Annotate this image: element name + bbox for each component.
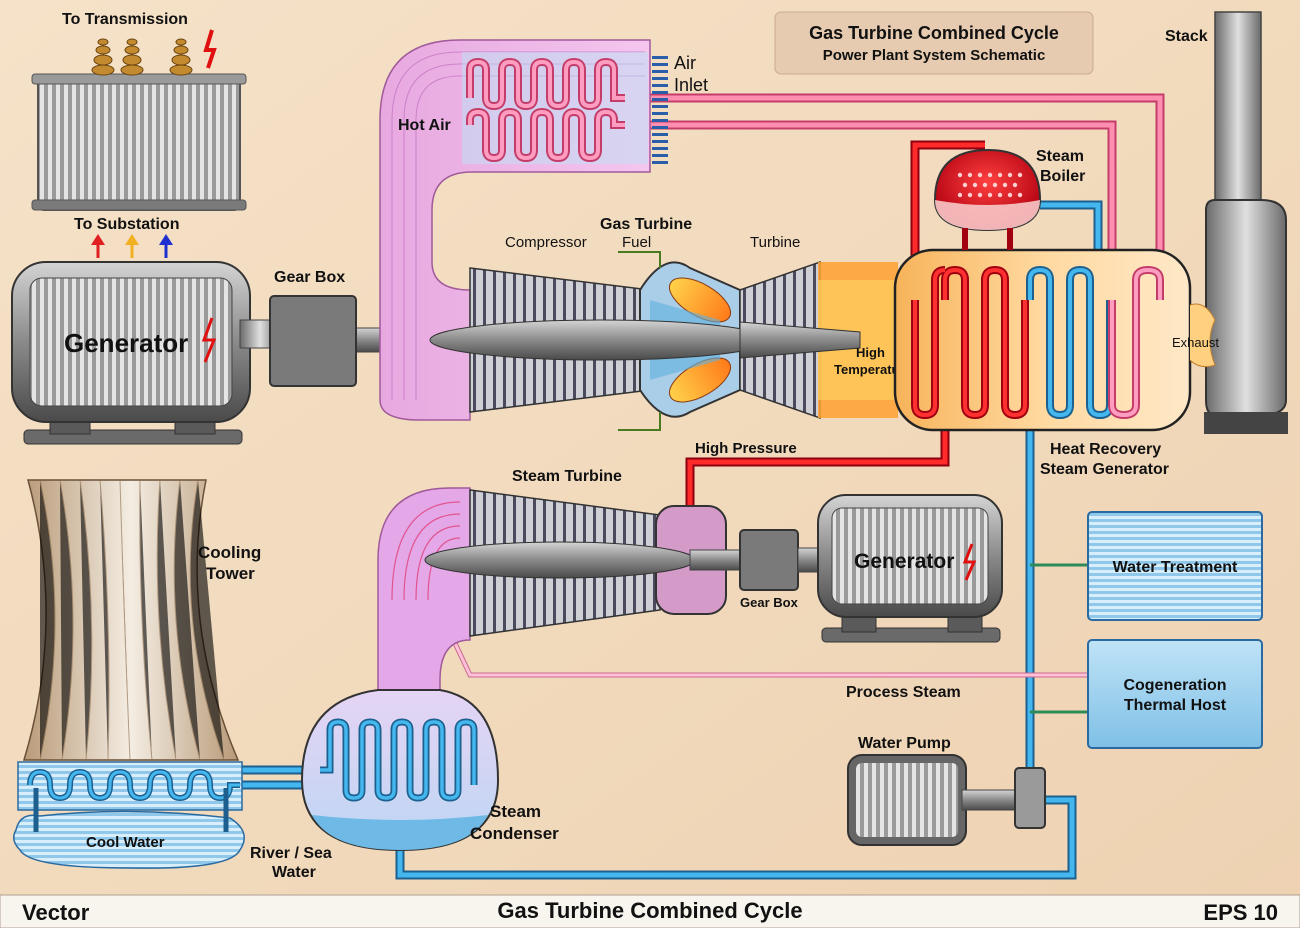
diagram-title: Gas Turbine Combined Cycle [809, 23, 1059, 43]
footer-center: Gas Turbine Combined Cycle [497, 898, 802, 923]
label-stack: Stack [1165, 28, 1208, 45]
label-cool-water: Cool Water [86, 834, 165, 851]
lightning-icon [203, 29, 217, 69]
label-steam-boiler-1: Steam [1036, 148, 1084, 165]
lightning-icon [962, 543, 977, 581]
label-cooling-tower-2: Tower [206, 564, 255, 583]
label-air-inlet-2: Inlet [674, 75, 708, 95]
arrow-icons [91, 234, 173, 258]
insulator-icon [91, 38, 193, 76]
steam-shaft [797, 547, 821, 573]
label-river-sea-1: River / Sea [250, 845, 332, 862]
label-steam-boiler-2: Boiler [1040, 168, 1085, 185]
label-high-temp-2: Temperature [834, 362, 912, 377]
footer-left: Vector [22, 900, 90, 925]
label-gear-box-main: Gear Box [274, 269, 345, 286]
steam-generator [817, 494, 1003, 643]
label-river-sea-2: Water [272, 864, 316, 881]
cogeneration-box [1087, 639, 1263, 749]
label-exhaust: Exhaust [1172, 335, 1219, 350]
steam-boiler [933, 148, 1042, 250]
label-water-pump: Water Pump [858, 735, 951, 752]
stack [1189, 11, 1288, 434]
gear-box-small [739, 529, 799, 591]
label-air-inlet-1: Air [674, 53, 696, 73]
label-fuel: Fuel [622, 234, 651, 251]
diagram-subtitle: Power Plant System Schematic [823, 47, 1046, 64]
label-cogeneration-2: Thermal Host [1124, 697, 1227, 714]
label-turbine: Turbine [750, 234, 800, 251]
label-gas-turbine: Gas Turbine [600, 216, 692, 233]
hrsg [893, 248, 1192, 432]
footer-right: EPS 10 [1203, 900, 1278, 925]
label-generator-main: Generator [64, 328, 188, 358]
label-water-treatment: Water Treatment [1113, 559, 1238, 576]
title-box [774, 11, 1094, 75]
water-treatment-box [1087, 511, 1263, 621]
hot-air-pipes [615, 93, 1165, 305]
label-to-substation: To Substation [74, 216, 179, 233]
label-cooling-tower-1: Cooling [198, 543, 261, 562]
footer-bar [0, 894, 1300, 928]
steam-condenser [300, 689, 500, 852]
label-hot-air: Hot Air [398, 117, 451, 134]
label-process-steam: Process Steam [846, 684, 961, 701]
cooling-tower [13, 479, 245, 869]
label-gear-box-small: Gear Box [740, 595, 799, 610]
water-pump [847, 754, 1046, 846]
label-high-pressure: High Pressure [695, 440, 797, 457]
gear-box-main [269, 295, 357, 387]
label-steam-condenser-2: Condenser [470, 824, 559, 843]
label-generator-steam: Generator [854, 550, 954, 573]
label-hrsg-1: Heat Recovery [1050, 441, 1161, 458]
label-steam-condenser-1: Steam [490, 802, 541, 821]
gas-turbine [429, 251, 898, 431]
label-to-transmission: To Transmission [62, 11, 188, 28]
label-hrsg-2: Steam Generator [1040, 461, 1169, 478]
hot-air-duct [379, 39, 668, 421]
label-cogeneration-1: Cogeneration [1123, 677, 1226, 694]
green-connectors [1030, 563, 1088, 714]
label-high-temp-1: High [856, 345, 885, 360]
transformer [31, 29, 247, 211]
lightning-icon [201, 317, 217, 363]
air-inlet-grille [652, 56, 668, 164]
label-steam-turbine: Steam Turbine [512, 468, 622, 485]
label-compressor: Compressor [505, 234, 587, 251]
